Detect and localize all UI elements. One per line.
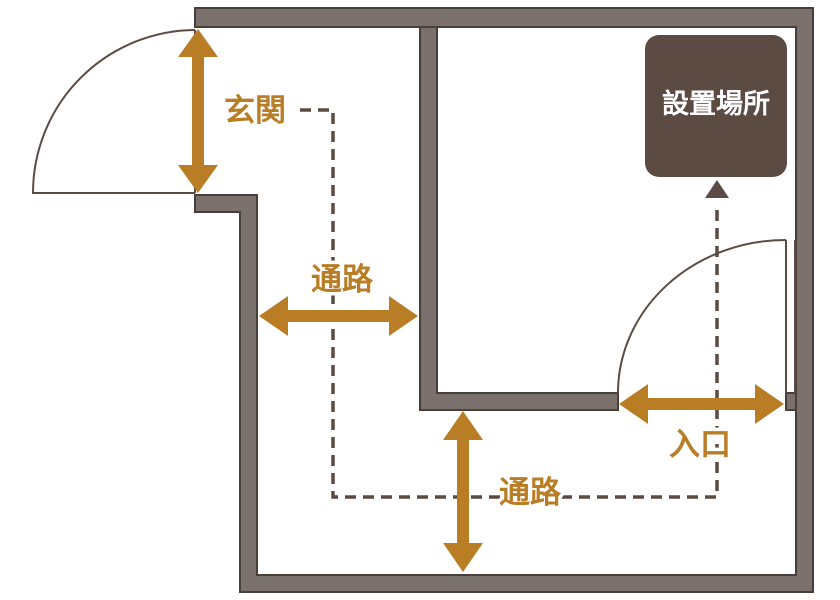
inner-room-wall-right-stub <box>785 392 797 411</box>
route-arrowhead <box>705 180 729 198</box>
destination-box <box>645 35 787 177</box>
entrance-door <box>31 29 196 194</box>
outer-wall <box>194 7 814 593</box>
entrance-width-arrow <box>178 29 218 193</box>
lower-passage-label: 通路 <box>499 475 562 511</box>
room-entry-door <box>617 239 796 394</box>
lower-passage-width-arrow <box>443 411 483 572</box>
entry-width-arrow <box>619 384 784 424</box>
destination-label: 設置場所 <box>662 88 770 120</box>
entrance-label: 玄関 <box>224 93 286 129</box>
upper-passage-width-arrow <box>259 296 418 336</box>
upper-passage-label: 通路 <box>311 262 374 298</box>
entry-label: 入口 <box>669 427 731 463</box>
inner-room-wall <box>419 26 619 411</box>
